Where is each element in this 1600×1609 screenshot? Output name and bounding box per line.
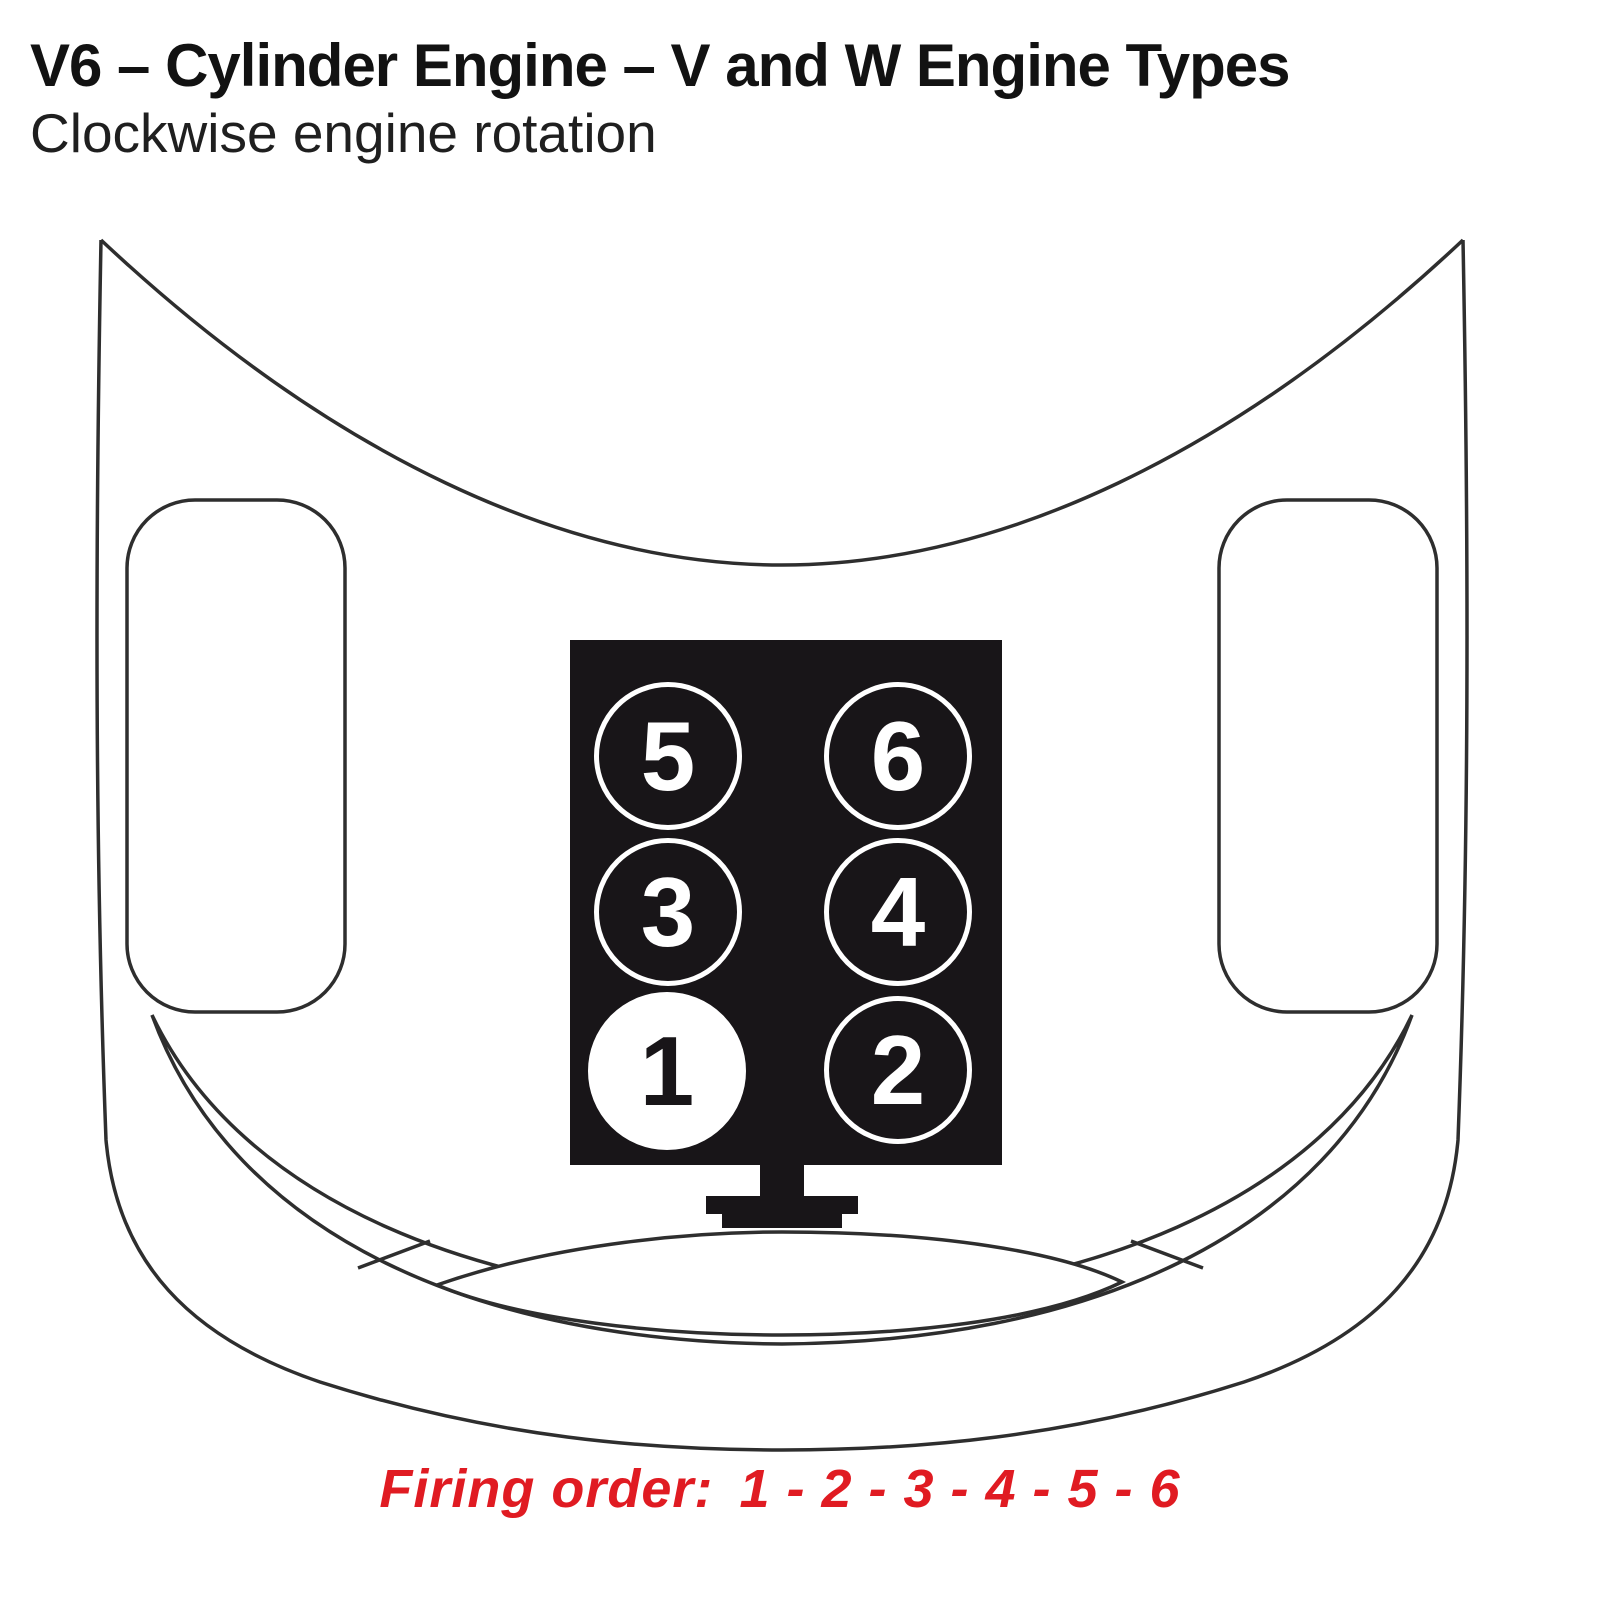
- cylinder-4: 4: [824, 838, 972, 986]
- firing-order-label: Firing order:: [379, 1459, 714, 1519]
- page-subtitle: Clockwise engine rotation: [30, 102, 657, 164]
- cowl-curve: [99, 238, 1465, 567]
- cylinder-1-label: 1: [639, 1016, 695, 1126]
- cylinder-3-label: 3: [640, 857, 696, 967]
- coil-connector-bar: [706, 1196, 858, 1214]
- bumper-slash-left: [357, 1239, 431, 1270]
- header: V6 – Cylinder Engine – V and W Engine Ty…: [30, 32, 1291, 164]
- cylinder-5-label: 5: [640, 701, 696, 811]
- cylinder-2-label: 2: [870, 1015, 926, 1125]
- firing-order-caption: Firing order: 1 - 2 - 3 - 4 - 5 - 6: [0, 1458, 1560, 1520]
- hood-outer-edge: [95, 239, 1469, 1452]
- left-fender-panel: [125, 498, 347, 1014]
- coil-connector-bar-lower: [722, 1214, 842, 1228]
- cylinder-6-label: 6: [870, 701, 926, 811]
- cylinder-3: 3: [594, 838, 742, 986]
- grille-opening: [432, 1230, 1127, 1337]
- bumper-slash-right: [1130, 1239, 1204, 1270]
- page-title: V6 – Cylinder Engine – V and W Engine Ty…: [30, 32, 1291, 99]
- coil-connector-stem: [760, 1165, 804, 1201]
- right-fender-panel: [1217, 498, 1439, 1014]
- cylinder-6: 6: [824, 682, 972, 830]
- firing-order-sequence: 1 - 2 - 3 - 4 - 5 - 6: [739, 1459, 1181, 1519]
- cylinder-5: 5: [594, 682, 742, 830]
- cylinder-2: 2: [824, 996, 972, 1144]
- cylinder-4-label: 4: [870, 857, 926, 967]
- coil-pack-block: 5 6 3 4 1 2: [570, 640, 1002, 1165]
- cylinder-1: 1: [588, 992, 746, 1150]
